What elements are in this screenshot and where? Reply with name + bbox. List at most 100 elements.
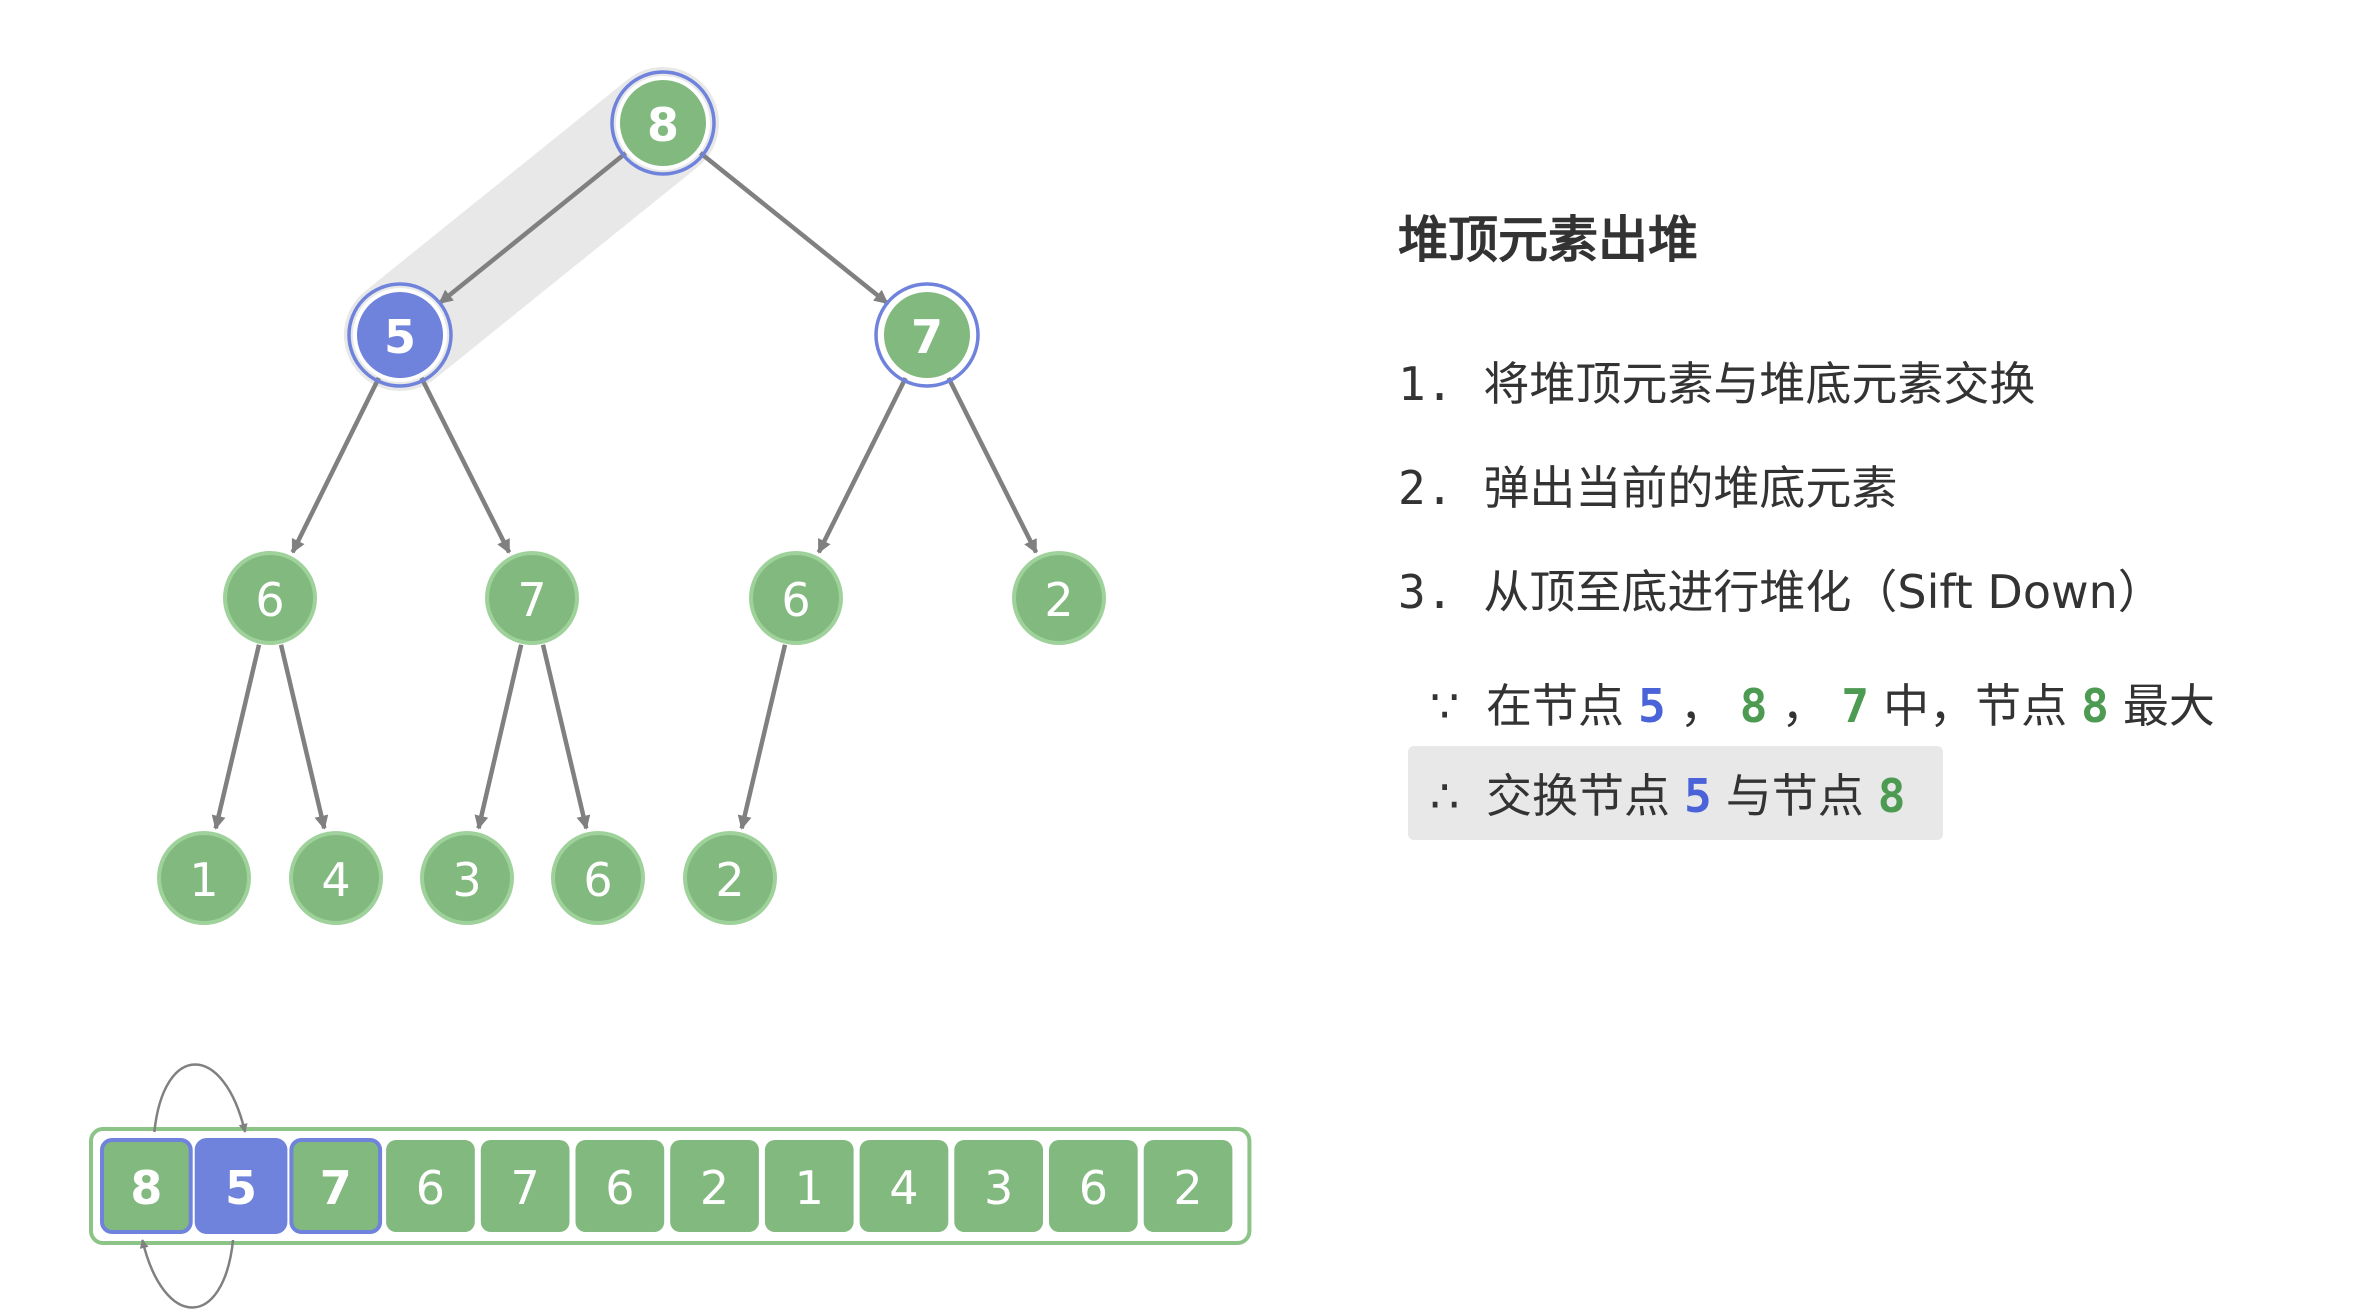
tree-node: 2 — [683, 831, 777, 925]
node-circle — [551, 831, 645, 925]
node-circle — [616, 76, 710, 170]
array-cell: 5 — [194, 1138, 288, 1234]
therefore-middle: 与节点 — [1725, 769, 1864, 823]
node-highlight-ring — [874, 282, 980, 388]
panel-title: 堆顶元素出堆 — [1398, 211, 1698, 269]
array-cell-value: 6 — [1079, 1161, 1108, 1215]
array-cell-value: 4 — [889, 1161, 918, 1215]
edge-n0-n1 — [438, 151, 628, 305]
node-circle — [420, 831, 514, 925]
tree-node: 7 — [485, 551, 579, 645]
array-cell-value: 2 — [1173, 1161, 1202, 1215]
because-value-sibling: 7 — [1841, 679, 1870, 733]
because-prefix: 在节点 — [1486, 679, 1624, 733]
node-value: 6 — [255, 573, 284, 627]
tree-edges — [211, 151, 1039, 830]
tree-node: 5 — [347, 282, 453, 388]
array-cell-box — [194, 1138, 288, 1234]
edge-n4-n10 — [540, 644, 591, 830]
array-cell-value: 7 — [320, 1161, 352, 1215]
array-cell-box — [386, 1140, 475, 1232]
tree-node: 7 — [874, 282, 980, 388]
step-1: 1.将堆顶元素与堆底元素交换 — [1398, 348, 2035, 414]
array-cell-box — [859, 1140, 949, 1232]
because-max-value: 8 — [2081, 679, 2109, 733]
array-cell-box — [289, 1138, 383, 1234]
step-2: 2.弹出当前的堆底元素 — [1398, 452, 1897, 518]
tree-node: 4 — [289, 831, 383, 925]
edge-n2-n6 — [946, 376, 1039, 554]
array-cell-value: 8 — [130, 1161, 162, 1215]
because-value-current: 5 — [1638, 679, 1666, 733]
node-circle — [157, 831, 251, 925]
node-value: 6 — [781, 573, 810, 627]
node-value: 1 — [189, 853, 218, 907]
array-cell: 4 — [859, 1140, 949, 1232]
node-value: 3 — [452, 853, 481, 907]
array-cell-value: 5 — [225, 1161, 257, 1215]
swap-arc-top — [153, 1063, 248, 1133]
edge-n1-n4 — [419, 376, 512, 554]
array-cell-value: 6 — [605, 1161, 634, 1215]
array-cell-value: 6 — [416, 1161, 445, 1215]
node-circle — [880, 288, 974, 382]
array-cell-box — [100, 1138, 193, 1234]
therefore-prefix: 交换节点 — [1486, 769, 1670, 823]
tree-node: 6 — [551, 831, 645, 925]
array-cell: 1 — [764, 1140, 854, 1232]
because-suffix: 最大 — [2122, 679, 2215, 733]
tree-node: 3 — [420, 831, 514, 925]
array-cell-box — [575, 1140, 665, 1232]
node-circle — [683, 831, 777, 925]
tree-node: 8 — [610, 70, 716, 176]
node-value: 4 — [321, 853, 350, 907]
node-value: 2 — [715, 853, 744, 907]
array-cell-box — [1049, 1140, 1138, 1232]
node-highlight-ring — [347, 282, 453, 388]
tree-node: 2 — [1012, 551, 1106, 645]
array-cell-box — [764, 1140, 854, 1232]
node-circle — [749, 551, 843, 645]
because-symbol: ∵ — [1430, 679, 1460, 733]
tree-node: 1 — [157, 831, 251, 925]
therefore-value-b: 8 — [1877, 769, 1906, 823]
array-cell: 7 — [289, 1138, 383, 1234]
array-cell-value: 1 — [795, 1161, 824, 1215]
because-separator-1: ， — [1679, 679, 1726, 733]
node-circle — [1012, 551, 1106, 645]
node-circle — [223, 551, 317, 645]
tree-node: 6 — [749, 551, 843, 645]
array-cell: 2 — [1143, 1140, 1233, 1232]
array-cell-box — [1143, 1140, 1233, 1232]
node-circle — [485, 551, 579, 645]
step-3: 3.从顶至底进行堆化（Sift Down） — [1398, 556, 2164, 622]
step-1-text: 将堆顶元素与堆底元素交换 — [1483, 357, 2036, 411]
node-value: 5 — [384, 310, 416, 364]
tree-nodes: 8 5 7 6 7 6 2 1 4 3 6 2 — [157, 70, 1106, 925]
edge-n0-n2 — [699, 151, 889, 305]
therefore-symbol: ∴ — [1430, 769, 1460, 823]
therefore-value-a: 5 — [1684, 769, 1712, 823]
array-cell-value: 3 — [984, 1161, 1013, 1215]
step-3-number: 3. — [1398, 565, 1454, 619]
array-cell: 6 — [575, 1140, 665, 1232]
node-value: 6 — [583, 853, 612, 907]
edge-n3-n7 — [211, 644, 262, 830]
edge-n2-n5 — [816, 376, 908, 554]
node-value: 8 — [647, 98, 679, 152]
swap-arc-bottom — [139, 1239, 235, 1309]
because-separator-2: ， — [1781, 679, 1828, 733]
edge-n5-n11 — [737, 644, 788, 830]
edge-n4-n9 — [474, 644, 524, 830]
node-value: 2 — [1044, 573, 1073, 627]
array-cell: 6 — [386, 1140, 475, 1232]
edge-n3-n8 — [278, 644, 329, 830]
array-cell: 8 — [100, 1138, 193, 1234]
array-cell-box — [670, 1140, 759, 1232]
array-cell: 2 — [670, 1140, 759, 1232]
node-value: 7 — [517, 573, 546, 627]
because-middle: 中，节点 — [1883, 679, 2068, 733]
